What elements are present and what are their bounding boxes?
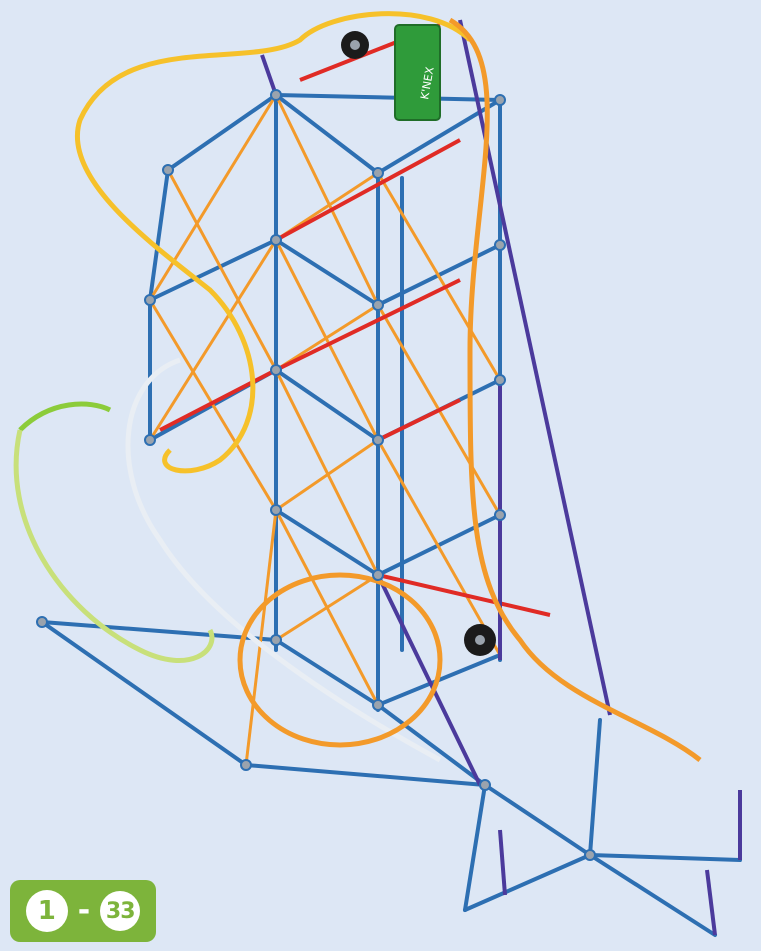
step-start-number: 1 <box>25 890 68 932</box>
connector-hubs <box>36 89 596 861</box>
motor-label: K'NEX <box>418 65 437 100</box>
motor-icon: K'NEX <box>394 24 441 121</box>
upper-track <box>75 11 702 762</box>
step-end-number: 33 <box>100 891 141 931</box>
lower-track <box>13 357 443 763</box>
cross-braces <box>148 94 502 766</box>
step-separator: - <box>77 893 91 928</box>
red-rods <box>159 23 551 617</box>
step-range-badge: 1 - 33 <box>10 880 156 942</box>
gear-icon <box>341 31 496 656</box>
